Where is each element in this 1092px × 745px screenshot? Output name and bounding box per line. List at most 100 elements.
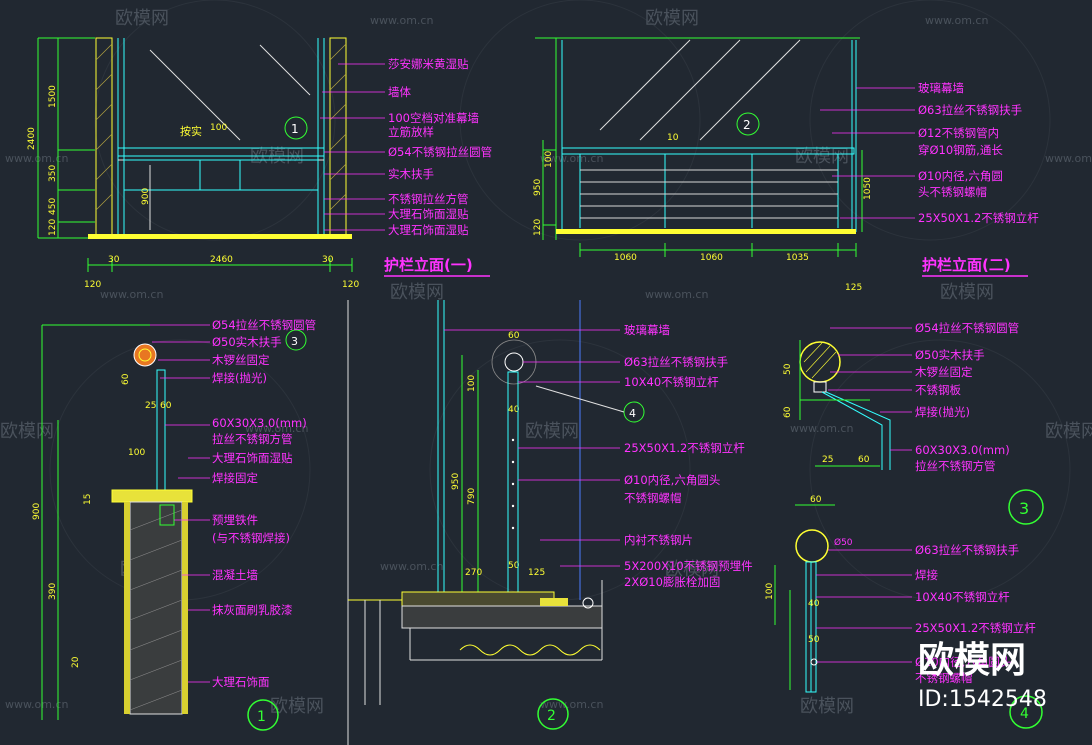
dim-text: 125 xyxy=(528,568,545,578)
dim-text: 60 xyxy=(121,373,131,385)
callout-label: 不锈钢螺帽 xyxy=(624,491,682,505)
elevation-1: 2400 1500 350 450 120 按实 100 xyxy=(27,37,492,290)
dim-text: 60 xyxy=(508,331,520,341)
detail-2: 950 790 100 60 40 270 125 50 4 2 xyxy=(347,300,753,745)
watermark-brand: 欧模网 xyxy=(390,282,444,303)
dim-text: 1035 xyxy=(786,253,809,263)
callout-label: 立筋放样 xyxy=(388,125,434,139)
callout-label: 头不锈钢螺帽 xyxy=(918,185,987,199)
callout-label: Ø63拉丝不锈钢扶手 xyxy=(624,355,728,369)
dim-text: 30 xyxy=(108,255,120,265)
drawing-title: 护栏立面(二) xyxy=(922,256,1011,274)
dim-text: 50 xyxy=(508,561,520,571)
dim-text: 2460 xyxy=(210,255,233,265)
dim-text: 270 xyxy=(465,568,482,578)
brand-stamp: 欧模网 ID:1542548 xyxy=(918,640,1047,712)
watermark-brand: 欧模网 xyxy=(800,696,854,717)
inner-mark: 100 xyxy=(210,123,227,133)
dim-text: 60 xyxy=(858,455,870,465)
callout-label: 25X50X1.2不锈钢立杆 xyxy=(624,441,745,455)
callout-label: 25X50X1.2不锈钢立杆 xyxy=(918,211,1039,225)
callout-label: Ø50实木扶手 xyxy=(915,348,985,362)
detail-4: 60 Ø50 100 40 50 Ø63拉丝不锈钢扶手 焊接 10X40不锈钢立… xyxy=(765,495,1043,729)
dim-text: 900 xyxy=(32,503,42,520)
callout-label: (与不锈钢焊接) xyxy=(212,531,290,545)
drawing-title: 护栏立面(一) xyxy=(384,256,473,274)
dim-text: 1500 xyxy=(48,85,58,108)
dim-text: 790 xyxy=(467,488,477,505)
callout-label: 大理石饰面湿贴 xyxy=(388,207,469,221)
detail-4-labels: Ø63拉丝不锈钢扶手 焊接 10X40不锈钢立杆 25X50X1.2不锈钢立杆 … xyxy=(816,543,1036,685)
callout-label: 大理石饰面湿贴 xyxy=(388,223,469,237)
callout-label: 实木扶手 xyxy=(388,167,434,181)
callout-label: 墙体 xyxy=(388,85,411,99)
detail-marker: 1 xyxy=(257,709,266,725)
dim-text: 20 xyxy=(71,656,81,668)
dim-text: 100 xyxy=(467,375,477,392)
dim-text: 125 xyxy=(845,283,862,293)
dim-text: 900 xyxy=(141,188,151,205)
dim-text: 25 xyxy=(145,401,156,411)
callout-label: 不锈钢拉丝方管 xyxy=(388,192,469,206)
dim-text: 60 xyxy=(160,401,172,411)
watermark-url: www.om.cn xyxy=(645,288,708,301)
watermark-url: www.om.cn xyxy=(5,698,68,711)
detail-marker: 4 xyxy=(1020,706,1029,722)
callout-label: 焊接(抛光) xyxy=(915,405,970,419)
dim-text: 2400 xyxy=(27,127,37,150)
dim-text: 950 xyxy=(451,473,461,490)
callout-label: 内衬不锈钢片 xyxy=(624,533,693,547)
dim-text: 60 xyxy=(783,406,793,418)
detail-marker: 2 xyxy=(547,708,556,724)
callout-label: 拉丝不锈钢方管 xyxy=(915,459,996,473)
callout-label: 10X40不锈钢立杆 xyxy=(915,590,1010,604)
section-marker: 2 xyxy=(743,118,751,132)
dim-text: 30 xyxy=(322,255,334,265)
section-marker: 1 xyxy=(291,122,299,136)
dim-text: 120 xyxy=(84,280,101,290)
dim-text: 350 xyxy=(48,165,58,182)
callout-label: 拉丝不锈钢方管 xyxy=(212,432,293,446)
callout-label: 不锈钢板 xyxy=(915,383,961,397)
dim-text: 120 xyxy=(533,219,543,236)
dim-text: 50 xyxy=(783,363,793,375)
watermark-brand: 欧模网 xyxy=(0,421,54,442)
detail-1-labels: Ø54拉丝不锈钢圆管 Ø50实木扶手 木锣丝固定 焊接(抛光) 60X30X3.… xyxy=(150,318,316,689)
callout-label: 焊接 xyxy=(915,568,938,582)
elevation-1-labels: 莎安娜米黄湿贴 墙体 100空档对准幕墙 立筋放样 Ø54不锈钢拉丝圆管 实木扶… xyxy=(320,57,492,237)
watermark-url: www.om.cn xyxy=(1045,152,1092,165)
stamp-brand: 欧模网 xyxy=(918,640,1026,681)
detail-2-labels: 玻璃幕墙 Ø63拉丝不锈钢扶手 10X40不锈钢立杆 25X50X1.2不锈钢立… xyxy=(444,323,753,589)
callout-label: 混凝土墙 xyxy=(212,568,258,582)
dim-text: 15 xyxy=(83,494,93,505)
dim-text: Ø50 xyxy=(834,537,853,548)
watermark-url: www.om.cn xyxy=(380,560,443,573)
dim-text: 100 xyxy=(544,151,554,168)
watermark-brand: 欧模网 xyxy=(665,559,719,580)
watermark-brand: 欧模网 xyxy=(115,8,169,29)
callout-label: Ø54拉丝不锈钢圆管 xyxy=(915,321,1019,335)
dim-text: 1060 xyxy=(700,253,723,263)
callout-label: Ø54不锈钢拉丝圆管 xyxy=(388,145,492,159)
dim-text: 60 xyxy=(810,495,822,505)
callout-label: 60X30X3.0(mm) xyxy=(915,443,1010,457)
callout-label: Ø63拉丝不锈钢扶手 xyxy=(915,543,1019,557)
dim-text: 390 xyxy=(48,583,58,600)
callout-label: Ø63拉丝不锈钢扶手 xyxy=(918,103,1022,117)
dim-text: 450 xyxy=(48,198,58,215)
callout-label: 莎安娜米黄湿贴 xyxy=(388,57,469,71)
callout-label: 大理石饰面湿贴 xyxy=(212,451,293,465)
watermark-url: www.om.cn xyxy=(245,422,308,435)
callout-label: Ø50实木扶手 xyxy=(212,335,282,349)
elevation-2: 950 100 120 1050 10 1060 xyxy=(533,37,1039,293)
watermark-url: www.om.cn xyxy=(370,14,433,27)
elevation-2-labels: 玻璃幕墙 Ø63拉丝不锈钢扶手 Ø12不锈钢管内 穿Ø10钢筋,通长 Ø10内径… xyxy=(820,81,1039,225)
watermark-url: www.om.cn xyxy=(925,14,988,27)
callout-label: 大理石饰面 xyxy=(212,675,270,689)
callout-label: Ø12不锈钢管内 xyxy=(918,126,999,140)
detail-1: 900 390 15 20 60 25 60 100 3 1 xyxy=(32,318,316,731)
dim-text: 120 xyxy=(342,280,359,290)
detail-3-labels: Ø54拉丝不锈钢圆管 Ø50实木扶手 木锣丝固定 不锈钢板 焊接(抛光) 60X… xyxy=(828,321,1019,473)
